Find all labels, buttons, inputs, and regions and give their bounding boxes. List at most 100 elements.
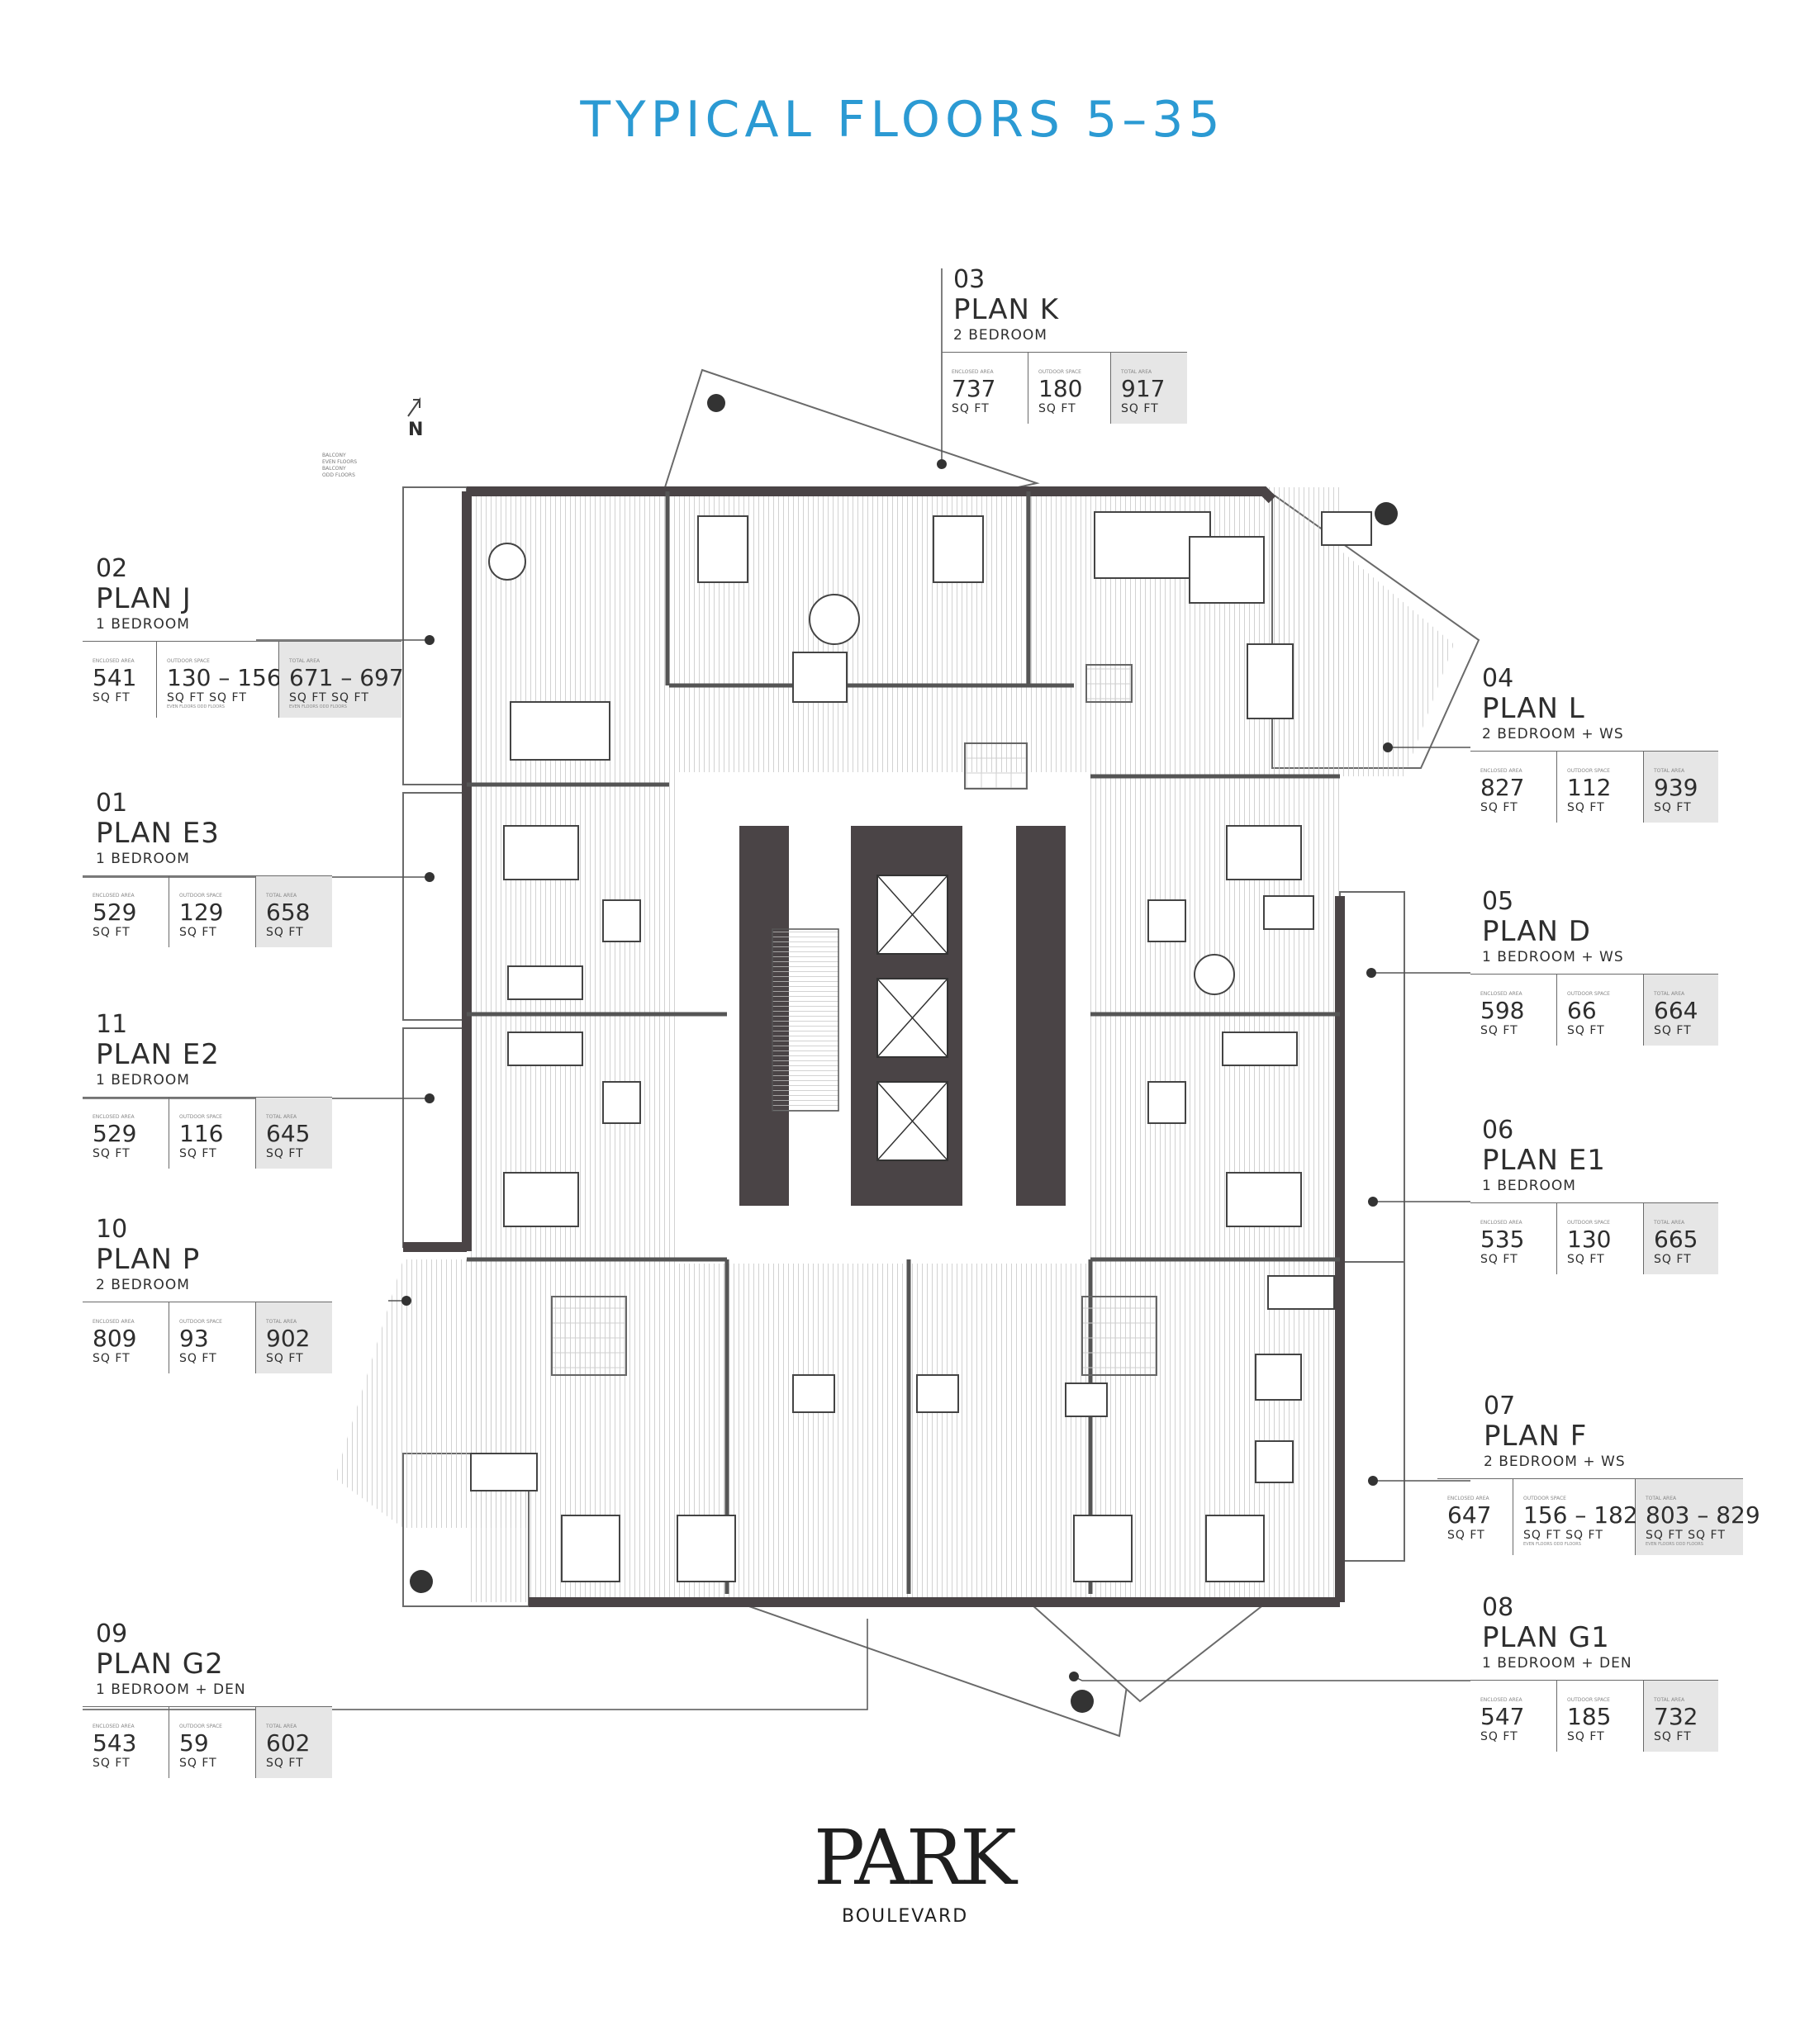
floor-plan-diagram <box>83 268 1480 1738</box>
plan-type: 1 BEDROOM <box>96 616 190 633</box>
unit-number: 04 <box>1482 664 1514 693</box>
plan-type: 1 BEDROOM <box>1482 1178 1576 1194</box>
building-core <box>676 772 1090 1264</box>
plan-type: 1 BEDROOM + WS <box>1482 949 1624 965</box>
plan-name: PLAN G1 <box>1482 1621 1610 1654</box>
balcony-note-label: BALCONY <box>322 466 346 472</box>
unit-number: 11 <box>96 1010 128 1039</box>
north-label: N <box>408 420 424 440</box>
balcony-plan-j <box>402 486 468 785</box>
plan-type: 1 BEDROOM <box>96 1072 190 1088</box>
park-boulevard-logo: PARK BOULEVARD <box>814 1814 1017 1941</box>
leader-dots <box>401 459 1393 1681</box>
plan-type: 2 BEDROOM <box>953 327 1047 344</box>
page-title: TYPICAL FLOORS 5–35 <box>580 91 1225 149</box>
plan-name: PLAN D <box>1482 915 1591 948</box>
columns <box>410 394 1398 1713</box>
logo-sub-text: BOULEVARD <box>842 1906 969 1927</box>
stairs <box>772 928 839 1112</box>
unit-number: 05 <box>1482 887 1514 916</box>
plan-type: 1 BEDROOM + DEN <box>96 1681 246 1698</box>
core-wall-right <box>1016 826 1066 1206</box>
plan-name: PLAN E2 <box>96 1038 220 1071</box>
furniture <box>470 511 1372 1582</box>
plan-name: PLAN L <box>1482 692 1585 725</box>
north-arrow: N <box>405 395 438 440</box>
balcony-note-floors: EVEN FLOORS <box>322 459 358 465</box>
unit-number: 03 <box>953 265 986 294</box>
balcony-plan-f <box>1339 1261 1405 1562</box>
plan-type: 1 BEDROOM + DEN <box>1482 1655 1632 1672</box>
balcony-plan-e2 <box>402 1027 468 1248</box>
north-arrow-icon <box>407 396 420 417</box>
plan-type: 2 BEDROOM + WS <box>1482 726 1624 742</box>
plan-name: PLAN G2 <box>96 1648 224 1681</box>
plan-type: 2 BEDROOM <box>96 1277 190 1293</box>
plan-g2-callout: 09 PLAN G2 1 BEDROOM + DEN ENCLOSED AREA… <box>83 1620 332 1778</box>
plan-name: PLAN E3 <box>96 817 220 850</box>
plan-name: PLAN K <box>953 293 1060 326</box>
plan-name: PLAN E1 <box>1482 1144 1606 1177</box>
plan-name: PLAN F <box>1484 1420 1588 1453</box>
balcony-note-floors: ODD FLOORS <box>322 472 355 478</box>
balcony-plan-e3 <box>402 792 468 1021</box>
plan-type: 1 BEDROOM <box>96 851 190 867</box>
unit-number: 10 <box>96 1215 128 1244</box>
unit-number: 01 <box>96 789 128 818</box>
bathrooms <box>551 664 1157 1376</box>
plan-name: PLAN P <box>96 1243 201 1276</box>
plan-name: PLAN J <box>96 582 192 615</box>
plan-g1-callout: 08 PLAN G1 1 BEDROOM + DEN ENCLOSED AREA… <box>1470 1594 1718 1752</box>
balcony-note-label: BALCONY <box>322 453 346 458</box>
plan-type: 2 BEDROOM + WS <box>1484 1454 1626 1470</box>
unit-number: 09 <box>96 1620 128 1648</box>
balcony-note-upper: BALCONY EVEN FLOORS BALCONY ODD FLOORS <box>322 453 357 479</box>
unit-number: 06 <box>1482 1116 1514 1145</box>
logo-main-text: PARK <box>814 1814 1017 1902</box>
